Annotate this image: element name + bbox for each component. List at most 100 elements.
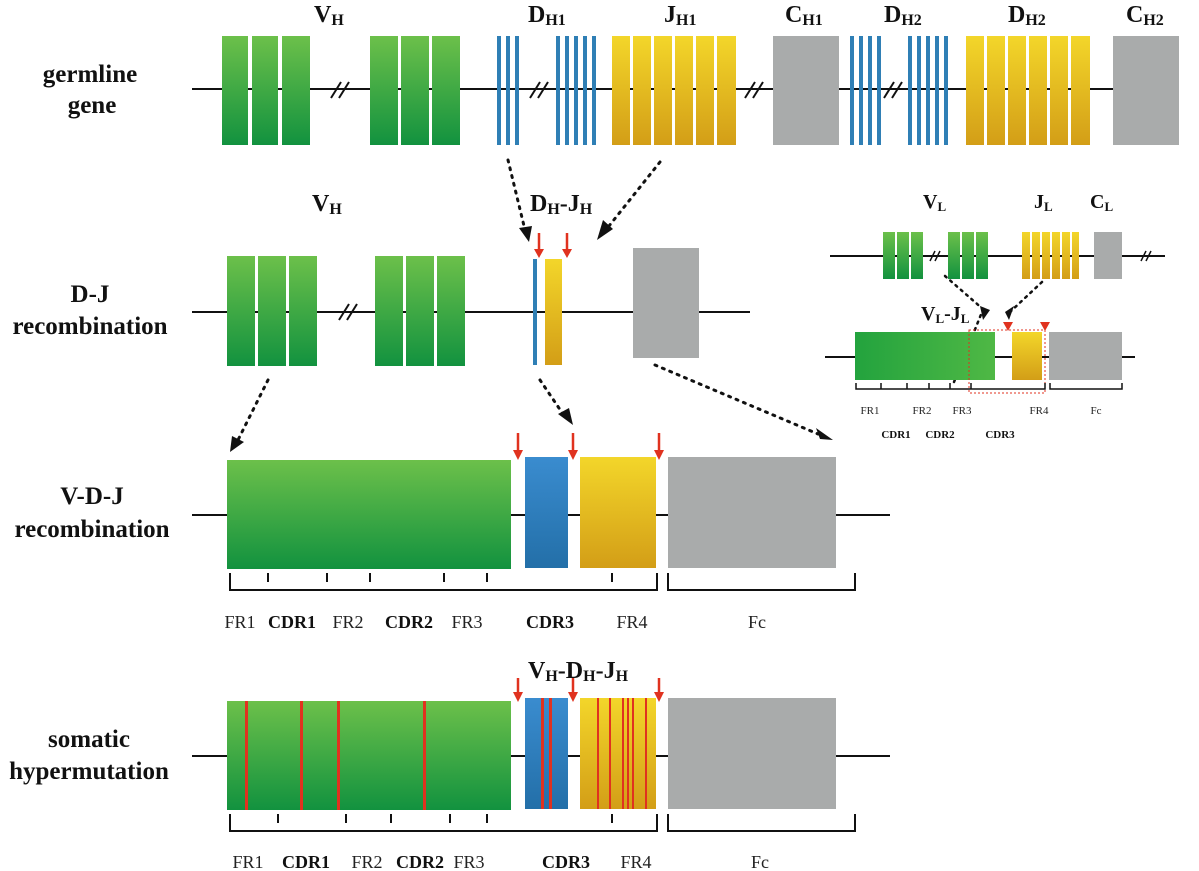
dh-segment bbox=[877, 36, 881, 145]
row-label-shm-l1: somatic bbox=[48, 726, 130, 753]
germline-break-mark bbox=[330, 81, 350, 99]
vh-segment bbox=[437, 256, 465, 366]
light-junction-arrow bbox=[1040, 322, 1050, 331]
vdj-region-cdr3: CDR3 bbox=[526, 612, 574, 632]
vl-segment bbox=[976, 232, 988, 279]
dotted-arrow-d bbox=[506, 158, 527, 232]
germline-label-dh2: DH2 bbox=[884, 2, 922, 29]
dotted-arrow-v bbox=[236, 378, 270, 442]
mutation-mark bbox=[541, 698, 544, 809]
vh-segment bbox=[432, 36, 460, 145]
c-region-block bbox=[668, 457, 836, 568]
vdj-junction-arrows bbox=[513, 433, 664, 460]
light-region-cdr2: CDR2 bbox=[925, 429, 955, 441]
shm-region-brackets bbox=[229, 814, 856, 832]
row-label-vdj-l1: V-D-J bbox=[60, 483, 123, 510]
vl-segment bbox=[911, 232, 923, 279]
mutation-mark bbox=[549, 698, 552, 809]
light-region-brackets bbox=[855, 383, 1123, 390]
arrowhead-j bbox=[597, 220, 613, 240]
shm-region-fr3: FR3 bbox=[453, 852, 484, 871]
row-label-dj-l1: D-J bbox=[71, 281, 110, 308]
dh-segment bbox=[908, 36, 912, 145]
d-region-block bbox=[525, 698, 568, 809]
mutation-mark bbox=[597, 698, 599, 809]
dj-label-vh: VH bbox=[312, 191, 342, 218]
c-region-block bbox=[668, 698, 836, 809]
shm-region-fr2: FR2 bbox=[351, 852, 382, 871]
dj-break-mark bbox=[338, 303, 358, 321]
row-label-vdj: V-D-J recombination bbox=[14, 483, 169, 543]
mutation-mark bbox=[622, 698, 624, 809]
dj-label-djh: DH-JH bbox=[530, 191, 593, 218]
j-region-block bbox=[580, 698, 656, 809]
d-region-block bbox=[525, 457, 568, 568]
jh-segment bbox=[1029, 36, 1047, 145]
row-label-shm: somatic hypermutation bbox=[9, 726, 169, 785]
dh-segment bbox=[497, 36, 501, 145]
vdj-region-fc: Fc bbox=[748, 612, 766, 632]
dh-segment bbox=[935, 36, 939, 145]
cl-segment bbox=[1094, 232, 1122, 279]
mutation-mark bbox=[609, 698, 611, 809]
dh-segment bbox=[868, 36, 872, 145]
dotted-arrow-c bbox=[653, 363, 820, 436]
arrowhead-dj bbox=[558, 408, 573, 425]
mutation-mark bbox=[300, 701, 303, 810]
arrowhead-v bbox=[230, 436, 244, 452]
mutation-mark bbox=[337, 701, 340, 810]
vdj-region-cdr2: CDR2 bbox=[385, 612, 433, 632]
dotted-arrow-j bbox=[607, 160, 662, 228]
dh-segment bbox=[583, 36, 587, 145]
dh2-segments bbox=[850, 36, 948, 145]
jh2-segments bbox=[966, 36, 1090, 145]
shm-region-cdr1: CDR1 bbox=[282, 852, 330, 871]
shm-region-fr1: FR1 bbox=[232, 852, 263, 871]
vh-segment bbox=[401, 36, 429, 145]
row-label-shm-l2: hypermutation bbox=[9, 758, 169, 785]
germline-label-ch1: CH1 bbox=[785, 2, 823, 29]
ch1-segment bbox=[773, 36, 839, 145]
light-region-cdr3: CDR3 bbox=[985, 429, 1015, 441]
dh1-segments bbox=[497, 36, 596, 145]
germline-label-dh1: DH1 bbox=[528, 2, 566, 29]
vh-segment bbox=[222, 36, 248, 145]
ch-segment bbox=[633, 248, 699, 358]
v-region-block bbox=[227, 701, 511, 810]
mutation-mark bbox=[645, 698, 647, 809]
dh-segment bbox=[592, 36, 596, 145]
j-region-block bbox=[580, 457, 656, 568]
row-label-germline-l1: germline bbox=[43, 61, 137, 88]
arrowhead-c bbox=[816, 428, 833, 440]
germline-label-dh2b: DH2 bbox=[1008, 2, 1046, 29]
dotted-arrow-dj bbox=[538, 378, 565, 416]
jh1-segments bbox=[612, 36, 736, 145]
light-label-vljl: VL-JL bbox=[921, 303, 970, 326]
light-label-cl: CL bbox=[1090, 191, 1113, 214]
shm-label-vdj: VH-DH-JH bbox=[528, 658, 629, 685]
vl-rearranged-segment bbox=[855, 332, 995, 380]
vh-segment bbox=[370, 36, 398, 145]
dh-segment bbox=[574, 36, 578, 145]
vl-segment bbox=[897, 232, 909, 279]
light-label-jl: JL bbox=[1034, 191, 1053, 214]
dj-row: VH DH-JH bbox=[192, 191, 750, 366]
vh-segment bbox=[258, 256, 286, 366]
light-chain-inset: VL JL CL VL-JL FR1 FR2 bbox=[825, 191, 1165, 441]
cdr3-highlight-box bbox=[968, 329, 1046, 394]
light-label-vl: VL bbox=[923, 191, 946, 214]
jh-segment bbox=[675, 36, 693, 145]
vdj-row: FR1 CDR1 FR2 CDR2 FR3 CDR3 FR4 Fc bbox=[192, 433, 890, 632]
vl-segment bbox=[962, 232, 974, 279]
jl-segment bbox=[1052, 232, 1060, 279]
germline-label-ch2: CH2 bbox=[1126, 2, 1164, 29]
cl-rearranged-segment bbox=[1049, 332, 1122, 380]
dh-segment bbox=[515, 36, 519, 145]
shm-region-fr4: FR4 bbox=[620, 852, 651, 871]
v-region-block bbox=[227, 460, 511, 569]
dh-segment bbox=[850, 36, 854, 145]
light-region-cdr1: CDR1 bbox=[881, 429, 910, 441]
row-label-vdj-l2: recombination bbox=[14, 516, 169, 543]
